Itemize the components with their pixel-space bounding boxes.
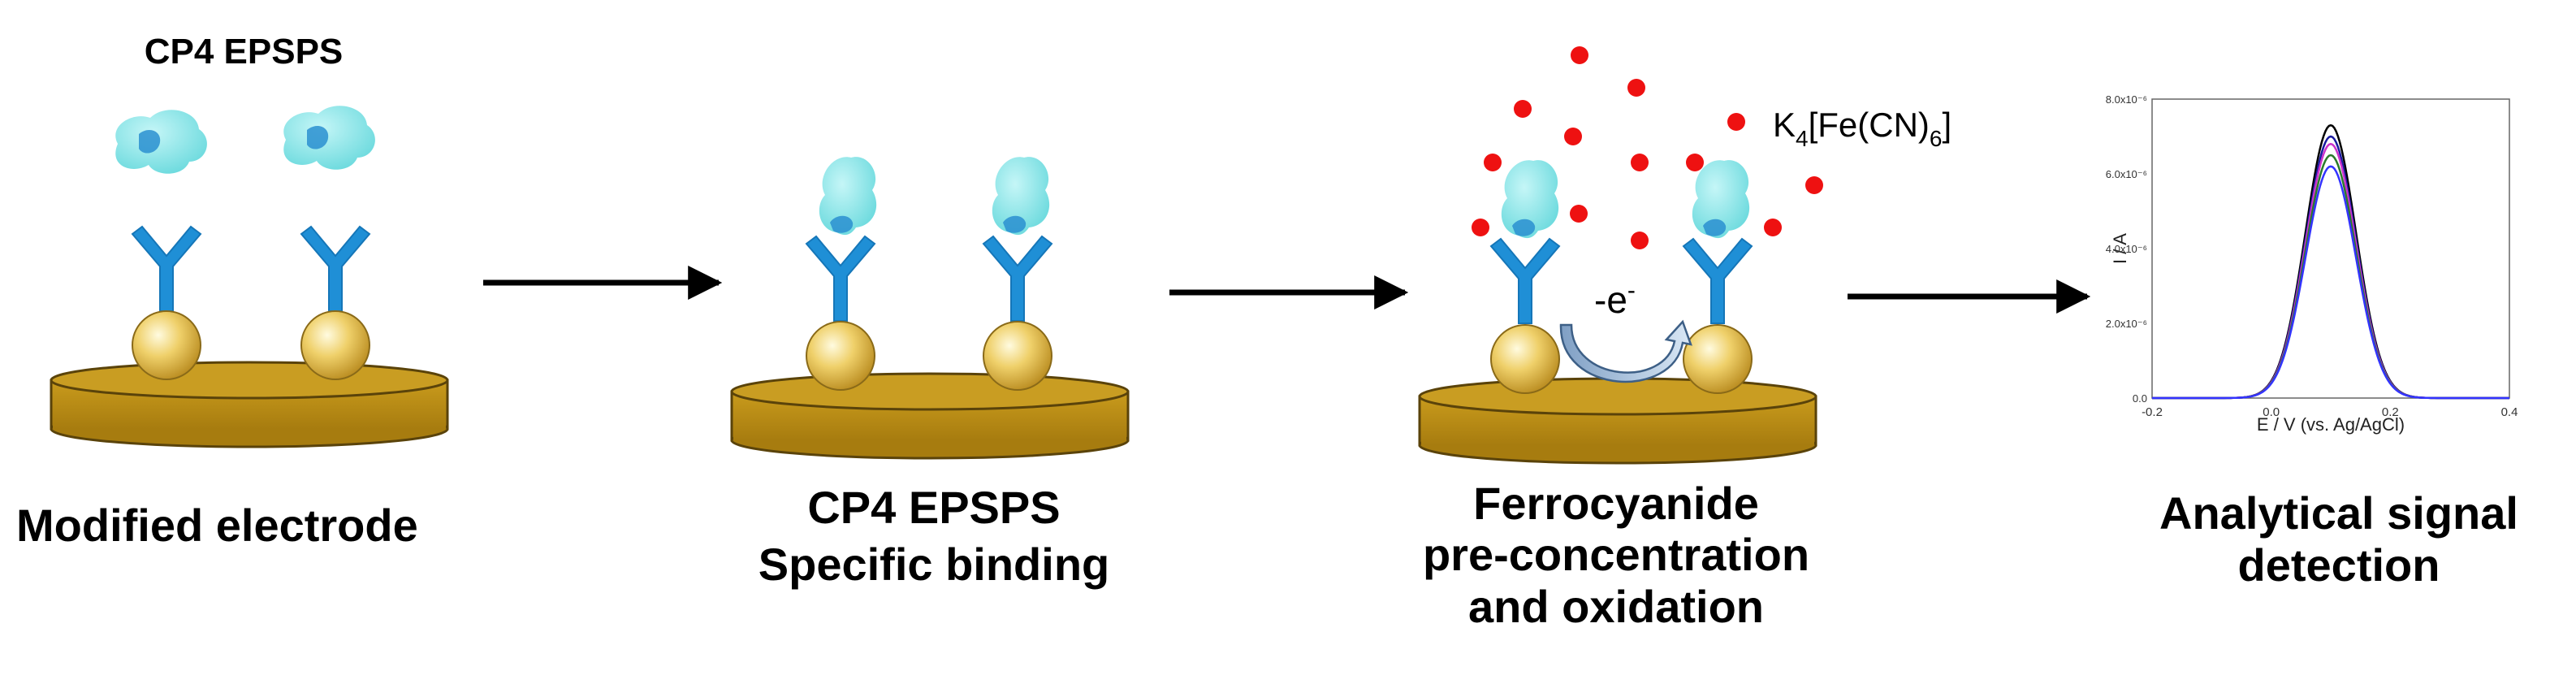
chart-series-line-5 [2152,165,2509,400]
electron-transfer-arrow-icon [1559,319,1692,383]
antibody-icon [983,236,1052,322]
caption-modified-electrode: Modified electrode [16,497,418,554]
panel-specific-binding [730,157,1130,460]
electrode-disc [50,361,449,448]
electrode-disc [1418,377,1817,465]
caption-ferrocyanide-oxidation: Ferrocyanide pre-concentration and oxida… [1372,478,1860,632]
caption-line: detection [2237,539,2440,591]
antibody-icon [806,236,875,322]
chart-y-tick-label: 0.0 [2133,392,2147,405]
chart-y-tick-label: 6.0x10⁻⁶ [2106,168,2147,180]
chart-x-tick-label: 0.0 [2263,405,2280,419]
protein-icon [283,106,375,170]
chart-frame [2151,98,2510,399]
gold-nanoparticle-icon [132,310,201,380]
chart-x-tick-label: -0.2 [2142,405,2163,419]
caption-line: Ferrocyanide [1473,478,1759,529]
chart-x-axis-label: E / V (vs. Ag/AgCl) [2257,414,2405,435]
ferrocyanide-formula: K4[Fe(CN)6] [1773,106,1951,151]
antibody-icon [300,226,370,312]
chart-y-tick-label: 8.0x10⁻⁶ [2106,93,2147,106]
caption-line: Specific binding [758,539,1110,590]
protein-label: CP4 EPSPS [145,32,344,71]
chart-y-tick-label: 4.0x10⁻⁶ [2106,243,2147,255]
panel-ferrocyanide-oxidation: K4[Fe(CN)6] -e- [1418,46,1951,465]
caption-line: Analytical signal [2159,487,2518,539]
electron-label: -e- [1594,277,1636,321]
panel-modified-electrode: CP4 EPSPS [50,32,449,448]
gold-nanoparticle-icon [1683,324,1753,394]
gold-nanoparticle-icon [983,321,1052,391]
bound-protein-icon [1692,160,1750,239]
ferrocyanide-dots [1472,46,1823,249]
chart-y-tick-label: 2.0x10⁻⁶ [2106,318,2147,330]
chart-x-tick-label: 0.2 [2382,405,2399,419]
electrode-disc [730,372,1130,460]
caption-line: pre-concentration [1422,529,1810,581]
bound-protein-icon [992,157,1050,236]
chart-x-tick-label: 0.4 [2501,405,2518,419]
bound-protein-icon [819,157,877,236]
caption-line: and oxidation [1468,580,1764,632]
gold-nanoparticle-icon [300,310,370,380]
chart-y-axis-label: I / A [2110,233,2130,264]
caption-line: Modified electrode [16,500,418,551]
caption-analytical-signal: Analytical signal detection [2111,487,2566,592]
antibody-icon [1490,238,1560,324]
protein-icon [115,110,207,174]
gold-nanoparticle-icon [1490,324,1560,394]
antibody-icon [132,226,201,312]
caption-specific-binding: CP4 EPSPS Specific binding [723,479,1145,593]
caption-line: CP4 EPSPS [807,482,1061,533]
gold-nanoparticle-icon [806,321,875,391]
bound-protein-icon [1501,160,1559,239]
antibody-icon [1683,238,1753,324]
